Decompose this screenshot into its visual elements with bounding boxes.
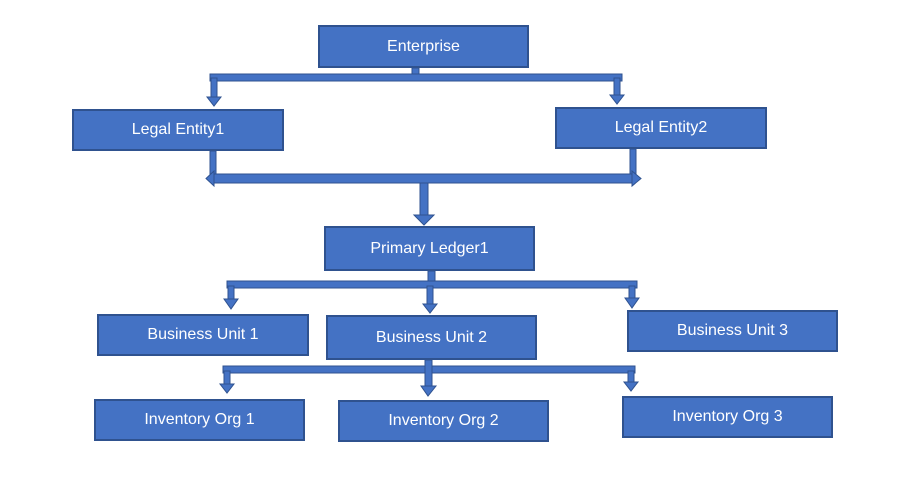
connector-io2-stem — [424, 359, 433, 388]
connector-bu3-arrowhead — [624, 297, 640, 309]
connector-io3-arrowhead — [622, 381, 640, 392]
legal-entity-2-node: Legal Entity2 — [555, 107, 767, 149]
connector-bu1-stem — [227, 285, 235, 301]
connector-io1-stem — [223, 370, 231, 386]
connector-pl-arrowhead — [412, 214, 436, 226]
connector-merge-left-arrowhead — [205, 169, 215, 188]
connector-bu2-stem — [426, 285, 434, 306]
business-unit-3-node: Business Unit 3 — [627, 310, 838, 352]
connector-enterprise-bar — [209, 73, 623, 82]
connector-le1-arrowhead — [205, 96, 223, 107]
connector-le2-stem — [613, 77, 621, 97]
business-unit-1-node: Business Unit 1 — [97, 314, 309, 356]
connector-bu2-arrowhead — [421, 303, 439, 314]
inventory-org-2-node: Inventory Org 2 — [338, 400, 549, 442]
connector-io3-stem — [627, 370, 635, 384]
connector-merge-bar — [212, 173, 634, 184]
connector-merge-right-arrowhead — [631, 169, 642, 188]
business-unit-2-node: Business Unit 2 — [326, 315, 537, 360]
connector-io1-arrowhead — [218, 383, 236, 394]
connector-pl-stem — [419, 182, 429, 217]
connector-bu3-stem — [628, 285, 636, 300]
legal-entity-1-node: Legal Entity1 — [72, 109, 284, 151]
connector-le1-stem — [210, 77, 218, 99]
inventory-org-3-node: Inventory Org 3 — [622, 396, 833, 438]
inventory-org-1-node: Inventory Org 1 — [94, 399, 305, 441]
primary-ledger-1-node: Primary Ledger1 — [324, 226, 535, 271]
connector-bu1-arrowhead — [223, 298, 239, 310]
connector-io2-arrowhead — [420, 385, 438, 397]
enterprise-node: Enterprise — [318, 25, 529, 68]
connector-le2-arrowhead — [608, 94, 626, 105]
